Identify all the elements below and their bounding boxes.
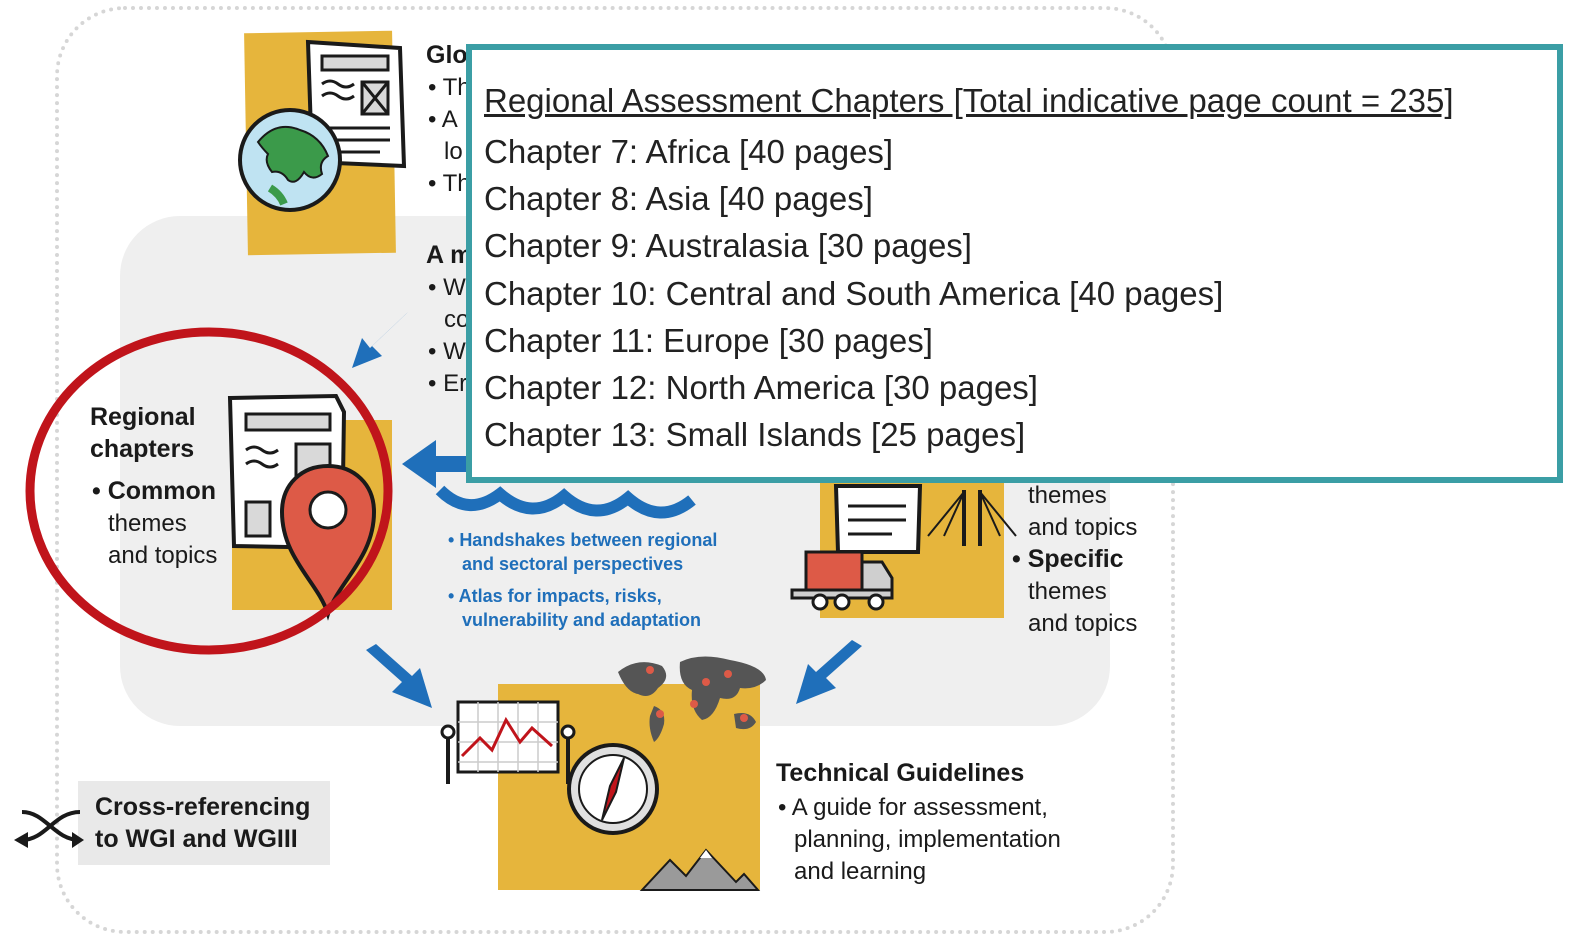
chapter-item: Chapter 13: Small Islands [25 pages] (484, 416, 1026, 454)
world-map-icon (618, 656, 766, 742)
middle-block-title: A m (426, 241, 473, 269)
middle-block-bullet-2: • W (428, 338, 466, 365)
top-block-bullet-1: • Th (428, 74, 471, 101)
chapter-item: Chapter 7: Africa [40 pages] (484, 133, 894, 170)
chart-easel-icon (440, 700, 576, 784)
cross-reference-box (78, 781, 330, 865)
regional-bullet-line1: • Common (92, 477, 217, 505)
truck-icon (790, 550, 894, 611)
chapter-item: Chapter 10: Central and South America [4… (484, 274, 1224, 312)
regional-bullet-line3: and topics (108, 542, 218, 569)
top-block-bullet-2: • A (428, 106, 458, 133)
handshakes-item-1: • Handshakes between regional (448, 530, 718, 550)
globe-icon (238, 108, 342, 212)
technical-line3: and learning (794, 858, 927, 885)
handshakes-item-1-cont: and sectoral perspectives (462, 554, 684, 574)
regional-chapters-popup: Regional Assessment Chapters [Total indi… (466, 44, 1563, 483)
bridge-icon (927, 490, 1017, 546)
chapter-list: Chapter 7: Africa [40 pages] Chapter 8: … (484, 128, 1223, 458)
highlight-circle (25, 327, 393, 655)
technical-line2: planning, implementation (794, 826, 1061, 853)
arrow-icon (352, 312, 408, 368)
top-block-bullet-3: • Th (428, 170, 471, 197)
middle-block-bullet-3: • Er (428, 370, 468, 397)
chapter-item: Chapter 9: Australasia [30 pages] (484, 227, 972, 265)
popup-title: Regional Assessment Chapters [Total indi… (484, 82, 1454, 119)
technical-title: Technical Guidelines (776, 759, 1025, 787)
regional-title-line2: chapters (90, 435, 195, 463)
sectoral-line2: and topics (1028, 514, 1138, 541)
cross-reference-line1: Cross-referencing (95, 793, 311, 821)
middle-block-bullet-1-cont: co (444, 306, 470, 333)
sectoral-bullet-title: • Specific (1012, 545, 1124, 573)
cross-reference-line2: to WGI and WGIII (95, 825, 298, 853)
regional-title-line1: Regional (90, 403, 196, 431)
arrow-icon (366, 644, 432, 708)
mountains-icon (639, 848, 761, 891)
sectoral-line1: themes (1028, 482, 1107, 509)
top-block-bullet-2-cont: lo (444, 138, 463, 165)
technical-line1: • A guide for assessment, (778, 794, 1048, 821)
document-icon (833, 484, 923, 554)
handshakes-item-2-cont: vulnerability and adaptation (462, 610, 702, 630)
arrow-icon (402, 440, 480, 488)
handshakes-item-2: • Atlas for impacts, risks, (448, 586, 662, 606)
sectoral-line4: and topics (1028, 610, 1138, 637)
cross-reference-icon (14, 810, 84, 848)
sectoral-line3: themes (1028, 578, 1107, 605)
chapter-item: Chapter 11: Europe [30 pages] (484, 321, 933, 359)
arrow-icon (796, 640, 862, 704)
handshake-wave-icon (435, 485, 696, 519)
regional-bullet-line2: themes (108, 510, 187, 537)
chapter-item: Chapter 12: North America [30 pages] (484, 369, 1038, 407)
compass-icon (567, 743, 659, 835)
middle-block-bullet-1: • W (428, 274, 466, 301)
location-pin-icon (279, 463, 377, 621)
chapter-item: Chapter 8: Asia [40 pages] (484, 180, 873, 218)
top-block-title: Glo (426, 41, 468, 69)
